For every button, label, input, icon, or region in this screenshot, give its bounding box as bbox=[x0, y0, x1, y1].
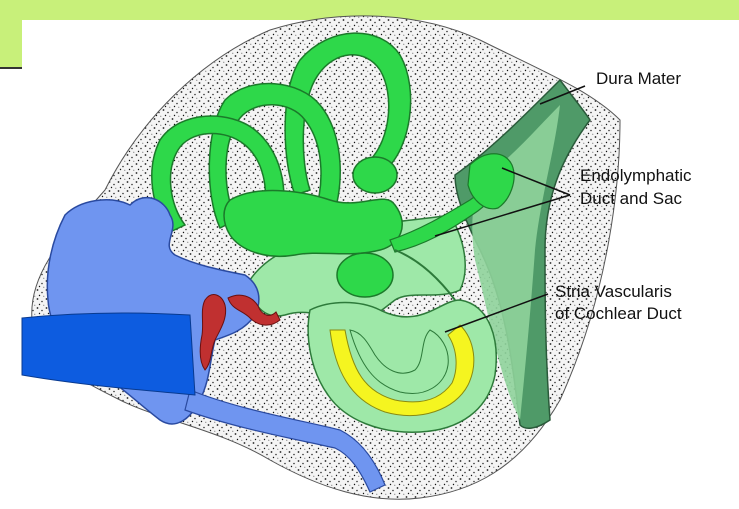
label-endolymphatic-line2: Duct and Sac bbox=[580, 188, 682, 209]
label-dura-mater: Dura Mater bbox=[596, 68, 681, 89]
label-stria-line1: Stria Vascularis bbox=[555, 281, 672, 302]
utricle bbox=[353, 157, 397, 193]
label-stria-line2: of Cochlear Duct bbox=[555, 303, 682, 324]
label-endolymphatic-line1: Endolymphatic bbox=[580, 165, 692, 186]
ear-canal bbox=[22, 313, 195, 395]
ampulla-cluster bbox=[224, 191, 402, 257]
saccule bbox=[337, 253, 393, 297]
